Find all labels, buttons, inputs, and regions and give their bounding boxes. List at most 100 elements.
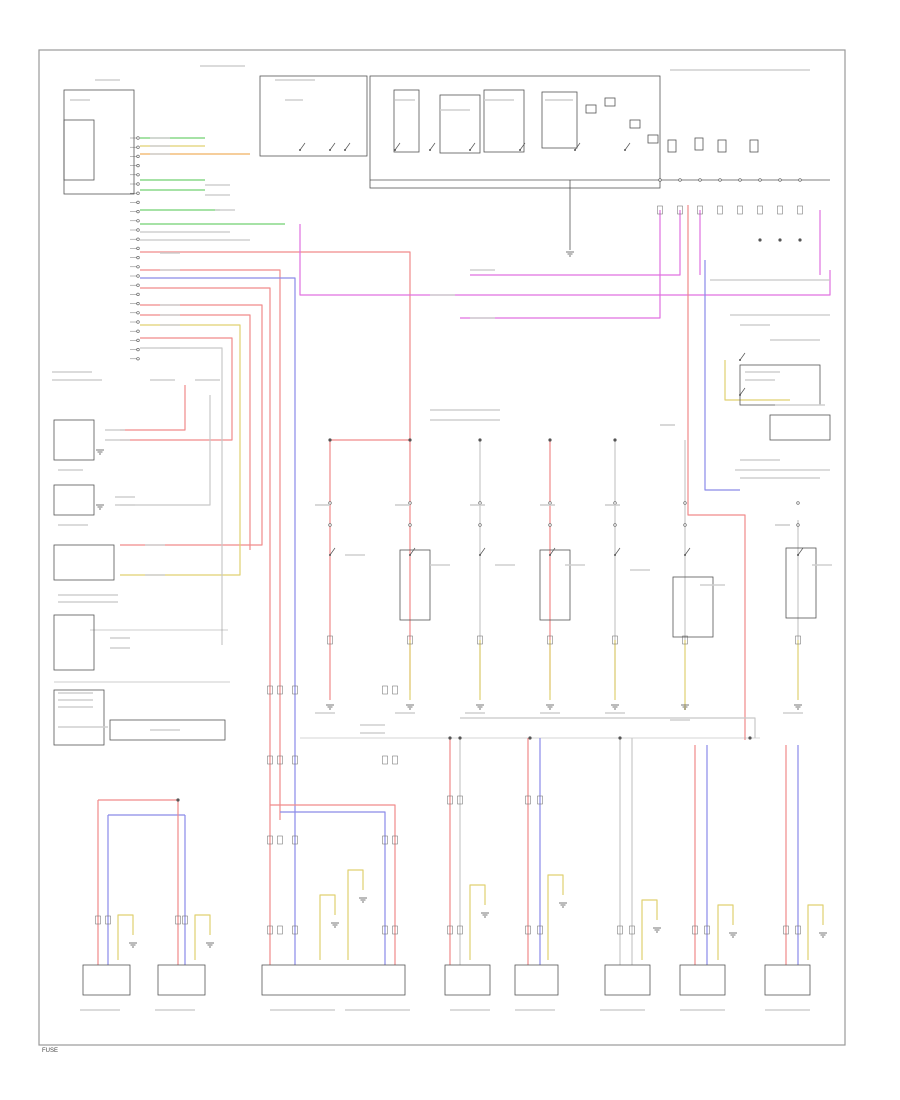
wire-yellow xyxy=(347,869,364,960)
fuse-element xyxy=(647,134,659,144)
switch-contact-icon xyxy=(739,387,746,396)
connector-housing xyxy=(292,925,298,935)
connector-housing xyxy=(382,755,388,765)
bottom-module-box xyxy=(82,964,131,996)
connector-housing xyxy=(795,925,801,935)
connector-pin-icon xyxy=(136,210,140,214)
connector-pin-icon xyxy=(136,311,140,315)
switch-module-2 xyxy=(539,549,571,621)
connector-housing xyxy=(617,925,623,935)
switch-module-1 xyxy=(399,549,431,621)
connector-pin-icon xyxy=(136,265,140,269)
wire-red xyxy=(140,269,281,820)
connector-housing xyxy=(392,925,398,935)
control-module-box xyxy=(63,89,135,195)
connector-pin-icon xyxy=(698,178,702,182)
connector-pin-icon xyxy=(613,523,617,527)
switch-blade xyxy=(549,547,556,556)
wire-gray xyxy=(120,395,211,506)
wire-red xyxy=(140,287,271,820)
wire-magenta xyxy=(460,210,661,319)
connector-pin-icon xyxy=(136,200,140,204)
ground-symbol-icon xyxy=(96,504,104,510)
connector-pin-icon xyxy=(758,178,762,182)
switch-blade xyxy=(429,142,436,151)
left-module-f xyxy=(109,719,226,741)
connector-housing xyxy=(277,835,283,845)
switch-contact-icon xyxy=(299,142,306,151)
connector-housing xyxy=(717,205,723,215)
connector-housing xyxy=(477,635,483,645)
left-module-a xyxy=(53,419,95,461)
connector-pin-icon xyxy=(136,173,140,177)
wire-magenta xyxy=(299,224,831,296)
ground-symbol-icon xyxy=(546,704,554,710)
splice-dot-icon xyxy=(758,238,762,242)
right-module-box xyxy=(739,364,821,406)
connector-pin-icon xyxy=(798,178,802,182)
wire-gray xyxy=(460,717,756,738)
ground-symbol-icon xyxy=(481,912,489,918)
switch-blade xyxy=(797,547,804,556)
connector-pin-icon xyxy=(136,246,140,250)
connector-pin-icon xyxy=(408,523,412,527)
ground-symbol-icon xyxy=(819,932,827,938)
connector-housing xyxy=(267,755,273,765)
connector-housing xyxy=(537,795,543,805)
connector-housing xyxy=(182,915,188,925)
switch-contact-icon xyxy=(739,352,746,361)
splice-dot-icon xyxy=(528,736,532,740)
fuse-element xyxy=(629,119,641,129)
switch-contact-icon xyxy=(394,142,401,151)
connector-housing xyxy=(267,835,273,845)
diagram-frame xyxy=(38,49,846,1046)
splice-dot-icon xyxy=(176,798,180,802)
left-module-b xyxy=(53,484,95,516)
connector-housing xyxy=(292,755,298,765)
bottom-module-box xyxy=(604,964,651,996)
left-module-e xyxy=(53,689,105,746)
connector-housing xyxy=(382,925,388,935)
wire-yellow xyxy=(717,904,734,960)
switch-blade xyxy=(624,142,631,151)
connector-housing xyxy=(657,205,663,215)
connector-housing xyxy=(407,635,413,645)
relay-3-box xyxy=(483,89,525,153)
connector-housing xyxy=(547,635,553,645)
ground-symbol-icon xyxy=(129,942,137,948)
wire-red xyxy=(140,314,251,550)
ground-symbol-icon xyxy=(653,927,661,933)
wire-yellow xyxy=(194,914,211,960)
left-module-c xyxy=(53,544,115,581)
switch-contact-icon xyxy=(479,547,486,556)
switch-blade xyxy=(684,547,691,556)
wire-red xyxy=(270,804,396,965)
connector-pin-icon xyxy=(328,523,332,527)
switch-blade xyxy=(739,387,746,396)
connector-pin-icon xyxy=(658,178,662,182)
connector-pin-icon xyxy=(478,501,482,505)
ground-symbol-icon xyxy=(206,942,214,948)
left-module-d xyxy=(53,614,95,671)
fuse-element xyxy=(604,97,616,107)
switch-blade xyxy=(739,352,746,361)
connector-pin-icon xyxy=(136,256,140,260)
splice-dot-icon xyxy=(613,438,617,442)
connector-pin-icon xyxy=(683,523,687,527)
connector-housing xyxy=(797,205,803,215)
connector-housing xyxy=(267,925,273,935)
switch-blade xyxy=(409,547,416,556)
fuse-relay-box xyxy=(259,75,368,157)
connector-pin-icon xyxy=(136,237,140,241)
splice-dot-icon xyxy=(618,736,622,740)
switch-module-4 xyxy=(785,547,817,619)
splice-dot-icon xyxy=(748,736,752,740)
right-module-box-2 xyxy=(769,414,831,441)
switch-blade xyxy=(479,547,486,556)
connector-housing xyxy=(795,635,801,645)
splice-dot-icon xyxy=(408,438,412,442)
switch-contact-icon xyxy=(624,142,631,151)
splice-dot-icon xyxy=(798,238,802,242)
connector-housing xyxy=(692,925,698,935)
connector-housing xyxy=(327,635,333,645)
